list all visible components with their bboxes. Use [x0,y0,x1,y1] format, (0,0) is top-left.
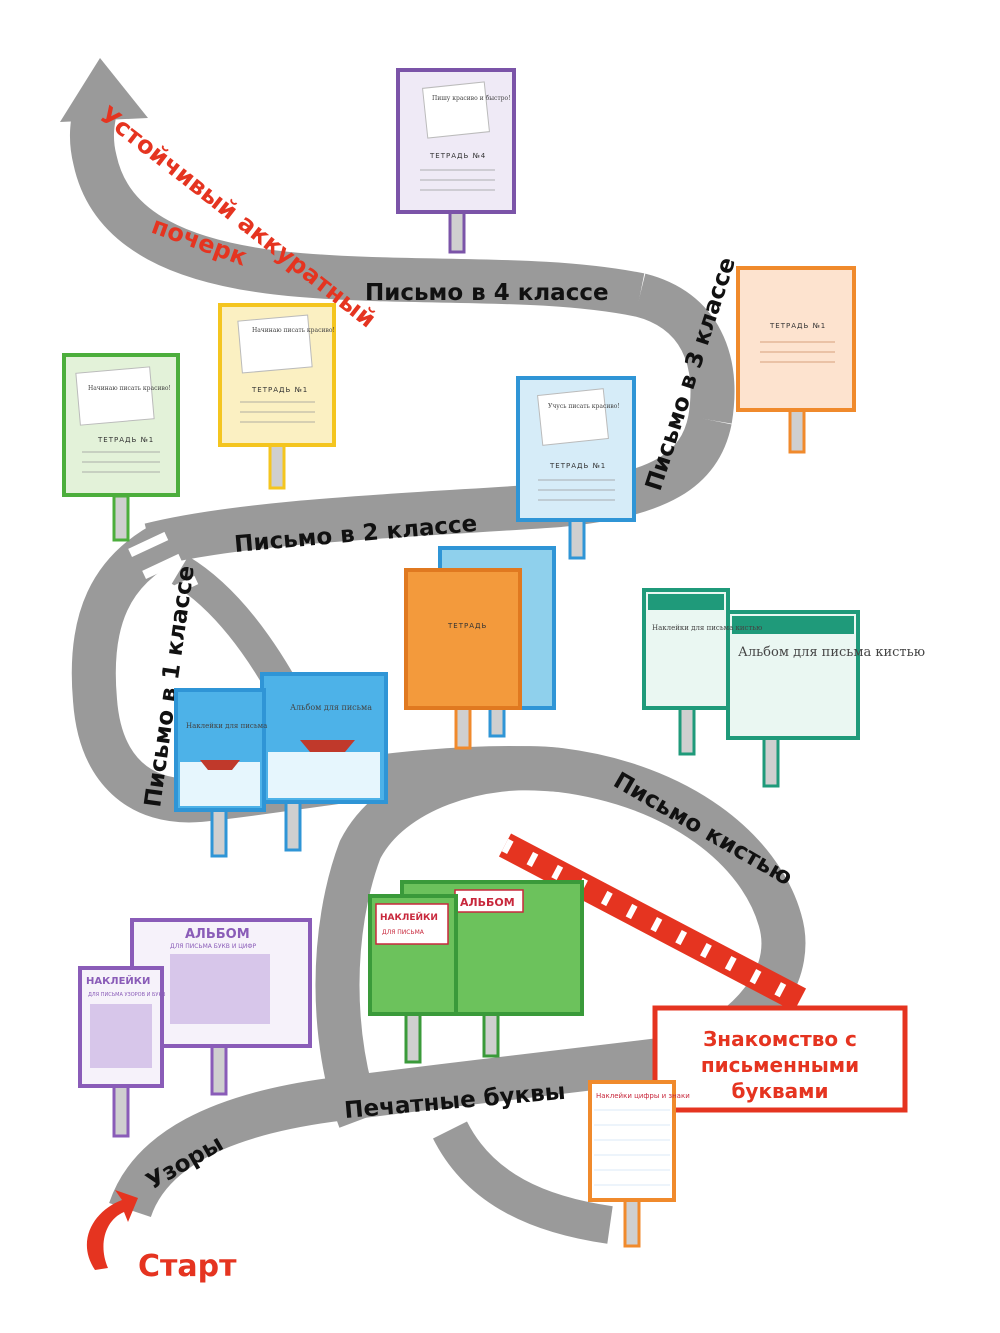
print-album-stack: АЛЬБОМ НАКЛЕЙКИ ДЛЯ ПИСЬМА [368,880,584,1064]
sea-album-stack: Альбом для письма Наклейки для письма [174,672,388,858]
sea-album-title: Альбом для письма [290,703,372,712]
road-segment-bottom-right [433,1120,613,1244]
notebook-blue: Учусь писать красиво! ТЕТРАДЬ №1 [516,376,636,560]
chess-album-title: АЛЬБОМ [185,927,250,942]
crosswalk [128,531,199,601]
barrier [498,833,807,1012]
notebook-stack-label: ТЕТРАДЬ [447,622,487,630]
sea-stickers-title: Наклейки для письма [186,722,267,730]
print-album-title: АЛЬБОМ [460,896,515,909]
notebook-blue-label: ТЕТРАДЬ №1 [549,462,606,470]
cursive-letters-sign: Знакомство с письменными буквами [652,1005,908,1113]
notebook-purple-cover-text: Пишу красиво и быстро! [432,95,511,102]
notebook-purple: Пишу красиво и быстро! ТЕТРАДЬ №4 [396,68,516,254]
start-arrow-icon [86,1190,138,1270]
print-stickers-title: НАКЛЕЙКИ [380,911,438,923]
goal-arrow-head [60,58,148,122]
notebook-yellow: Начинаю писать красиво! ТЕТРАДЬ №1 [218,303,336,490]
notebook-blue-cover-text: Учусь писать красиво! [548,403,620,410]
notebook-peach: ТЕТРАДЬ №1 [736,266,856,454]
cursive-sign-line1: Знакомство с [703,1027,857,1051]
notebook-yellow-label: ТЕТРАДЬ №1 [251,386,308,394]
notebook-stack: ТЕТРАДЬ [404,546,556,750]
chess-stickers-subtitle: ДЛЯ ПИСЬМА УЗОРОВ И БУКВ [88,992,166,998]
chess-stickers-title: НАКЛЕЙКИ [86,974,150,987]
notebook-green: Начинаю писать красиво! ТЕТРАДЬ №1 [62,353,180,542]
road-segment-grade4 [70,105,645,317]
brush-album-stack: Альбом для письма кистью Наклейки для пи… [642,588,925,788]
brush-album-title: Альбом для письма кистью [738,645,925,660]
notebook-peach-label: ТЕТРАДЬ №1 [769,322,826,330]
brush-stickers-title: Наклейки для письма кистью [652,624,762,632]
road-segment-mid [71,520,562,823]
notebook-green-label: ТЕТРАДЬ №1 [97,436,154,444]
notebook-green-cover-text: Начинаю писать красиво! [88,385,171,392]
road-label-grade4: Письмо в 4 классе [365,280,609,306]
chess-album-subtitle: ДЛЯ ПИСЬМА БУКВ И ЦИФР [170,943,257,950]
chess-album-stack: АЛЬБОМ ДЛЯ ПИСЬМА БУКВ И ЦИФР НАКЛЕЙКИ Д… [78,918,312,1138]
road-segment-grade3 [633,273,735,424]
notebook-purple-label: ТЕТРАДЬ №4 [429,152,486,160]
start-label: Старт [138,1249,237,1284]
digits-stickers: Наклейки цифры и знаки [588,1080,690,1248]
digits-stickers-title: Наклейки цифры и знаки [596,1092,690,1100]
cursive-sign-line3: буквами [731,1079,828,1103]
notebook-yellow-cover-text: Начинаю писать красиво! [252,327,335,334]
print-stickers-subtitle: ДЛЯ ПИСЬМА [382,929,425,936]
cursive-sign-line2: письменными [701,1053,859,1077]
